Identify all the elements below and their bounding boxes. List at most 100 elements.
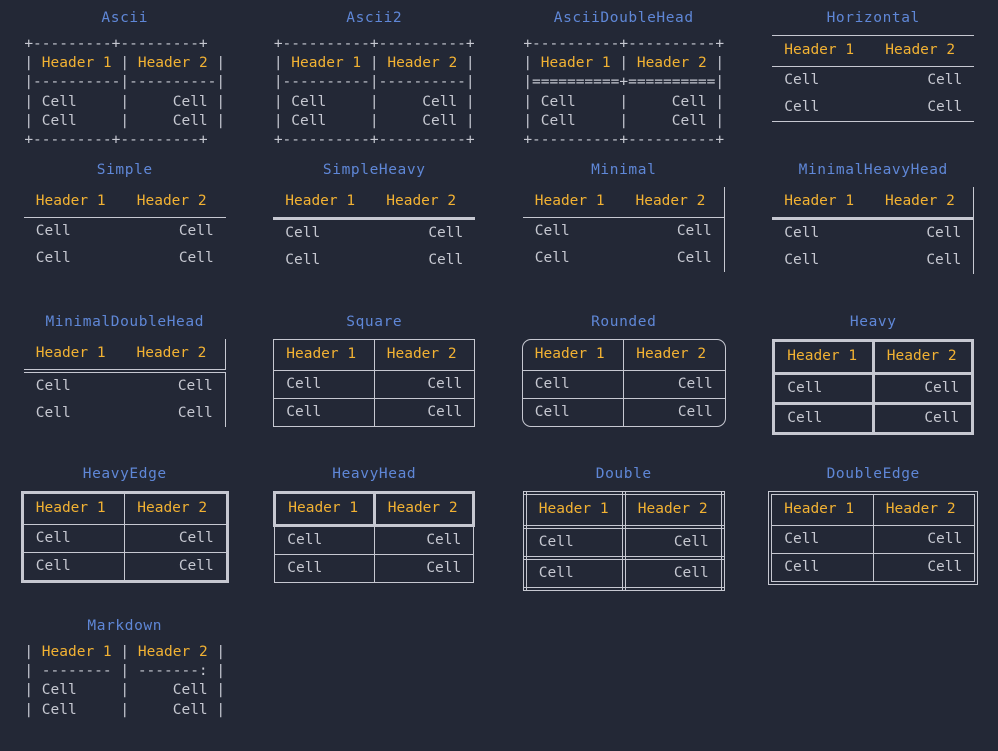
table-cell: Cell xyxy=(124,400,226,427)
table-cell: Cell xyxy=(373,370,476,399)
column-header-1: Header 1 xyxy=(273,187,375,220)
table-cell: Cell xyxy=(872,553,975,581)
table-cell: Cell xyxy=(522,525,626,560)
table-demo-ascii: Ascii +---------+---------+ | Header 1 | … xyxy=(0,0,250,152)
table-demo-ascii2: Ascii2+----------+----------+ | Header 1… xyxy=(250,0,500,152)
table-style-title: MinimalHeavyHead xyxy=(798,162,948,178)
column-header-2: Header 2 xyxy=(374,187,476,220)
column-header-1: Header 1 xyxy=(522,340,625,371)
column-header-2: Header 2 xyxy=(623,187,725,218)
table-cell: Cell xyxy=(772,402,875,435)
table-cell: Cell xyxy=(872,218,975,247)
column-header-1: Header 1 xyxy=(273,339,375,371)
table-body: +---------+---------+ | Header 1 | Heade… xyxy=(24,35,225,150)
table-cell: Cell xyxy=(124,524,226,553)
column-header-2: Header 2 xyxy=(872,495,975,526)
table-cell: Cell xyxy=(373,525,475,555)
table-cell: Cell xyxy=(623,217,725,245)
table-style-title: MinimalDoubleHead xyxy=(45,314,205,330)
table-body: | Header 1 | Header 2 | | -------- | ---… xyxy=(24,643,225,720)
table-cell: Cell xyxy=(772,372,875,405)
table-style-title: Simple xyxy=(96,162,153,178)
table-cell: Cell xyxy=(273,370,375,399)
table-demo-asciidoublehead: AsciiDoubleHead+----------+----------+ |… xyxy=(499,0,749,152)
table-cell: Cell xyxy=(772,525,874,554)
table-style-title: Square xyxy=(346,314,403,330)
table-style-title: Heavy xyxy=(849,314,897,330)
column-header-2: Header 2 xyxy=(124,187,226,218)
table-cell: Cell xyxy=(273,398,375,427)
table-cell: Cell xyxy=(623,370,725,399)
table-cell: Cell xyxy=(871,372,975,405)
table-cell: Cell xyxy=(784,225,820,241)
table-cell: Cell xyxy=(274,525,375,555)
column-header-2: Header 2 xyxy=(872,187,975,220)
table-cell: Cell xyxy=(428,225,464,241)
table-style-title: Ascii xyxy=(101,10,149,26)
column-header-2: Header 2 xyxy=(372,491,476,527)
column-header-2: Header 2 xyxy=(124,339,226,373)
table-cell: Cell xyxy=(772,553,874,581)
column-header-1: Header 1 xyxy=(273,491,376,527)
table-cell: Cell xyxy=(23,524,126,553)
table-cell: Cell xyxy=(274,554,375,583)
column-header-1: Header 1 xyxy=(772,187,873,220)
table-style-title: Markdown xyxy=(87,618,163,634)
column-header-1: Header 1 xyxy=(23,494,126,525)
column-header-2: Header 2 xyxy=(373,339,476,371)
table-cell: Cell xyxy=(534,250,570,266)
table-cell: Cell xyxy=(623,398,725,426)
table-cell: Cell xyxy=(124,552,226,580)
table-cell: Cell xyxy=(927,99,963,115)
column-header-1: Header 1 xyxy=(772,35,874,67)
table-cell: Cell xyxy=(373,398,476,427)
column-header-1: Header 1 xyxy=(772,339,875,375)
table-cell: Cell xyxy=(522,398,625,426)
